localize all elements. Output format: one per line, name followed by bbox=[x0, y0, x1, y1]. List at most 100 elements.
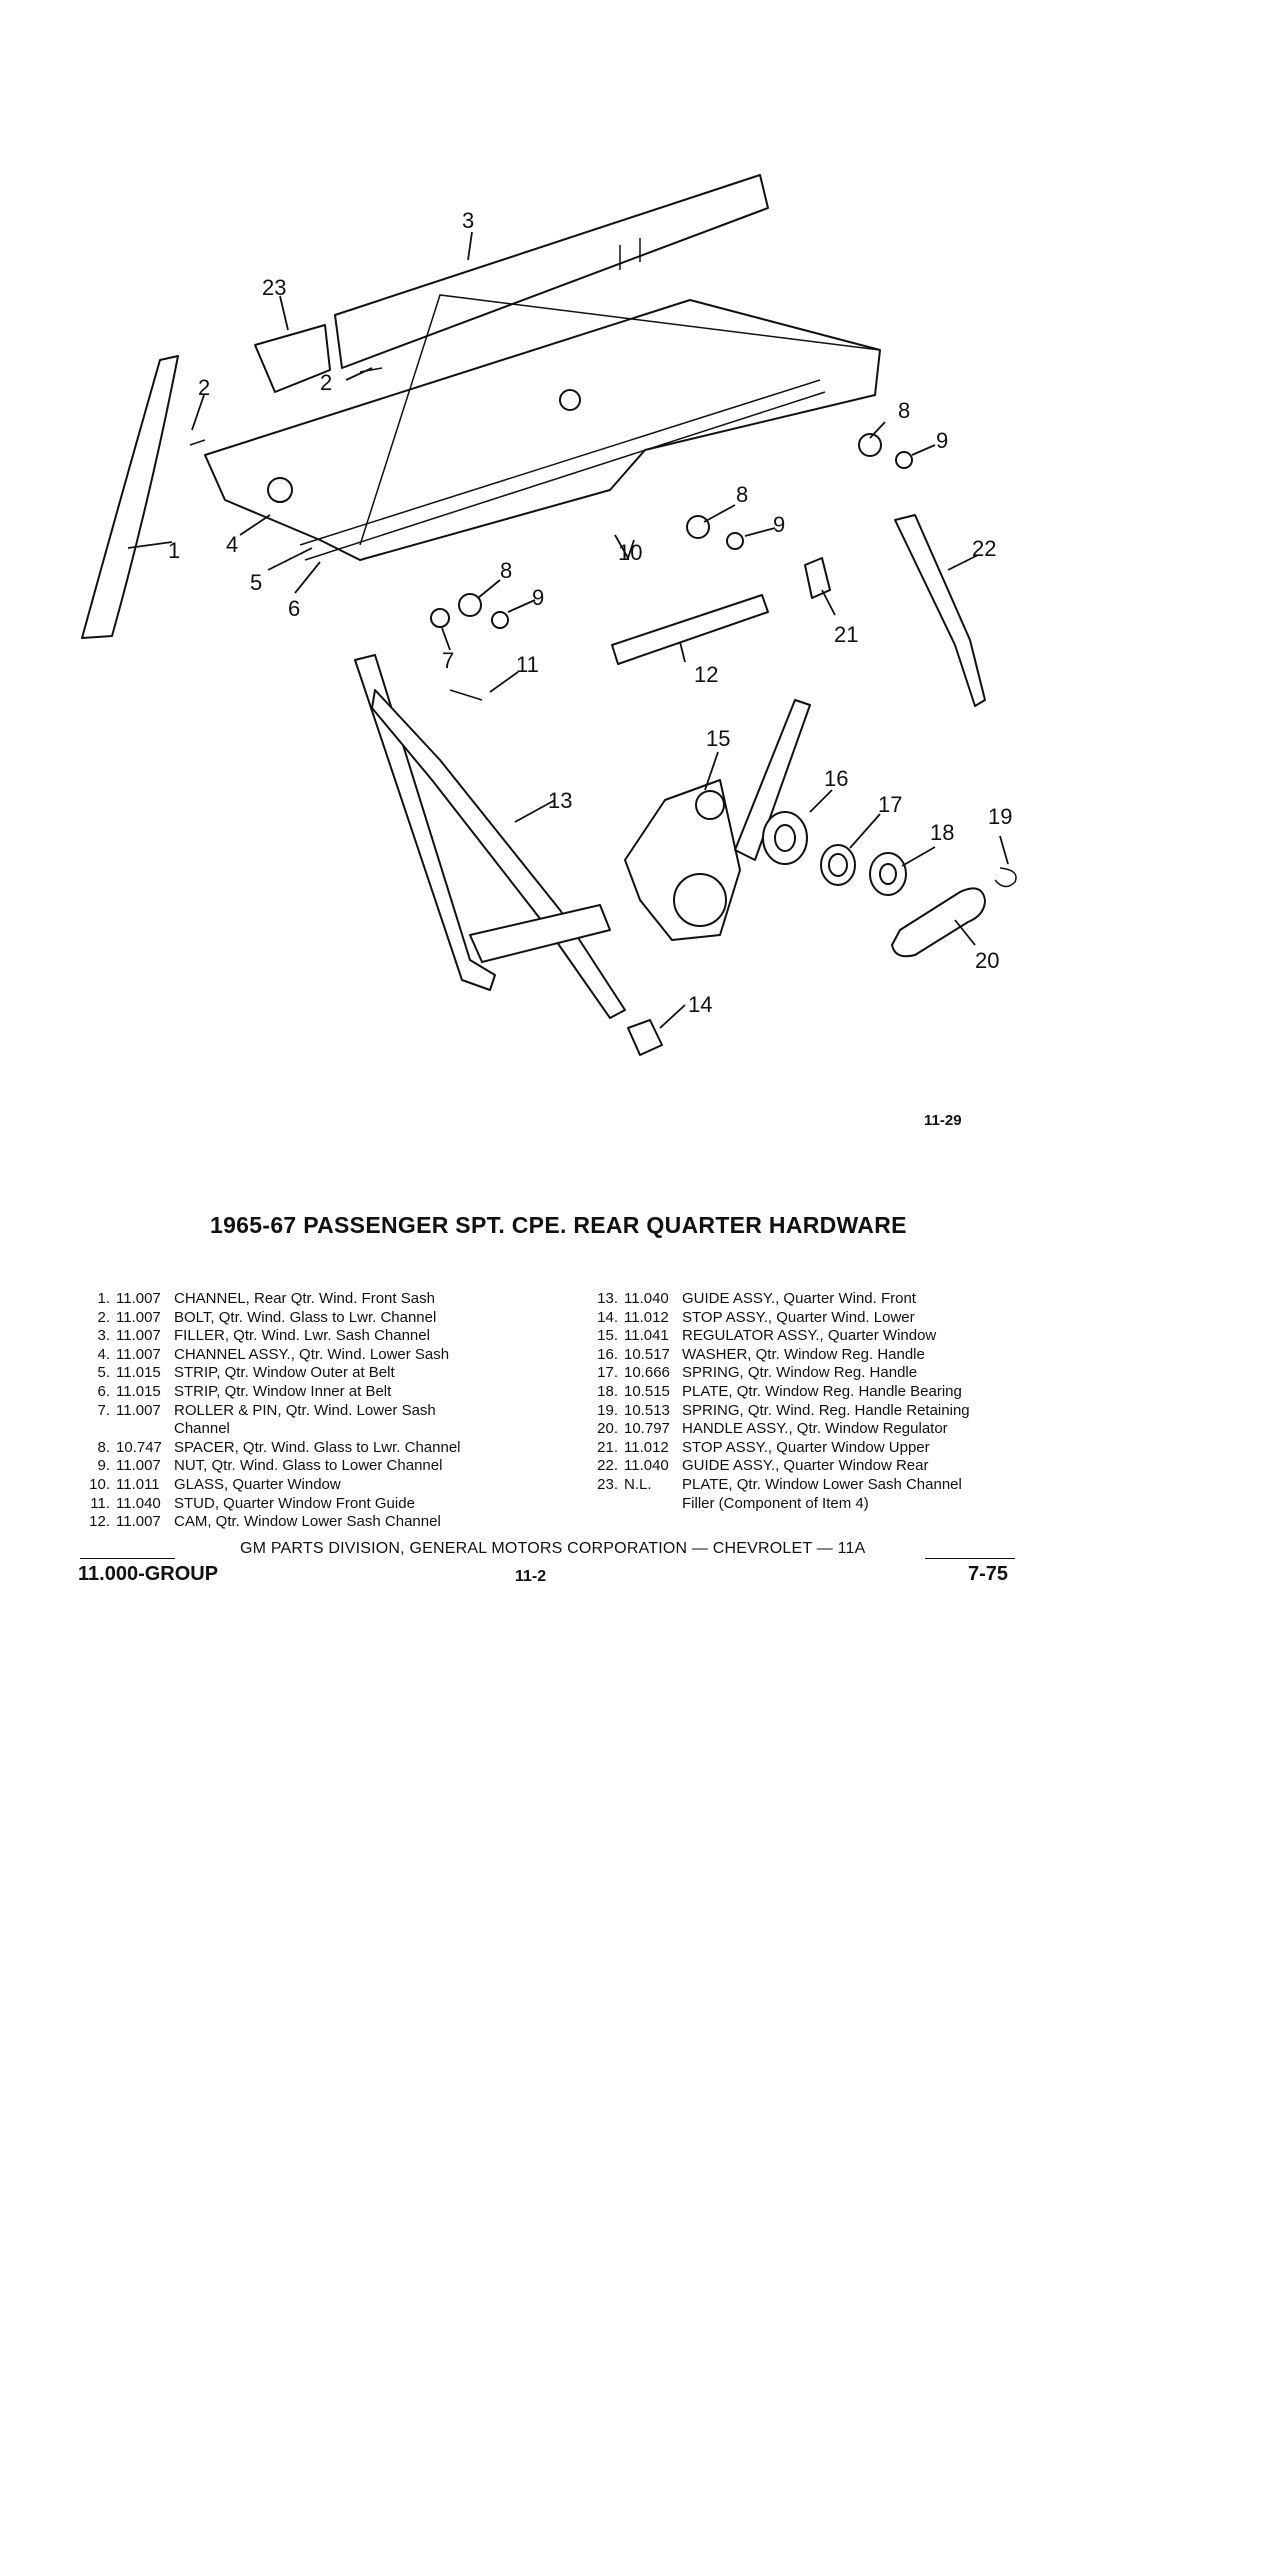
part-description: FILLER, Qtr. Wind. Lwr. Sash Channel bbox=[174, 1327, 430, 1345]
part-description: SPRING, Qtr. Wind. Reg. Handle Retaining bbox=[682, 1401, 970, 1419]
part-description: WASHER, Qtr. Window Reg. Handle bbox=[682, 1345, 925, 1363]
part-group: 11.007 bbox=[116, 1327, 161, 1345]
callout-11: 11 bbox=[516, 652, 539, 677]
part-description: STOP ASSY., Quarter Window Upper bbox=[682, 1438, 930, 1456]
part-retaining-spring bbox=[994, 867, 1017, 888]
callout-13: 13 bbox=[548, 788, 572, 813]
footer-date: 7-75 bbox=[968, 1563, 1009, 1585]
callout-4: 4 bbox=[226, 532, 238, 557]
exploded-parts-diagram: 3 23 2 2 1 4 5 6 7 8 9 8 9 8 9 10 11 12 … bbox=[0, 0, 1271, 1180]
part-description: CHANNEL ASSY., Qtr. Wind. Lower Sash bbox=[174, 1345, 450, 1363]
part-handle bbox=[891, 887, 986, 958]
part-plate-23 bbox=[254, 324, 331, 393]
leader-lines bbox=[127, 231, 1009, 1029]
part-description: STUD, Quarter Window Front Guide bbox=[174, 1494, 415, 1512]
part-description: CAM, Qtr. Window Lower Sash Channel bbox=[174, 1513, 441, 1531]
diagram-svg: 3 23 2 2 1 4 5 6 7 8 9 8 9 8 9 10 11 12 … bbox=[81, 174, 1017, 1056]
part-number: 20. bbox=[597, 1420, 618, 1438]
callout-20: 20 bbox=[975, 948, 999, 973]
callout-1: 1 bbox=[168, 538, 180, 563]
part-number: 7. bbox=[97, 1401, 110, 1419]
callout-2: 2 bbox=[320, 370, 332, 395]
part-number: 17. bbox=[597, 1364, 618, 1382]
part-number: 5. bbox=[97, 1364, 110, 1382]
part-front-sash-channel bbox=[81, 355, 179, 639]
callout-6: 6 bbox=[288, 596, 300, 621]
part-front-guide bbox=[354, 654, 496, 991]
part-description: BOLT, Qtr. Wind. Glass to Lwr. Channel bbox=[174, 1308, 437, 1326]
callout-9c: 9 bbox=[532, 585, 544, 610]
part-group: 11.007 bbox=[116, 1457, 161, 1475]
part-group: 10.513 bbox=[624, 1401, 670, 1419]
footer-division: GM PARTS DIVISION, GENERAL MOTORS CORPOR… bbox=[240, 1540, 866, 1557]
part-group: 11.007 bbox=[116, 1308, 161, 1326]
part-lower-stop bbox=[627, 1019, 663, 1056]
callout-18: 18 bbox=[930, 820, 954, 845]
part-number: 15. bbox=[597, 1327, 618, 1345]
part-group: N.L. bbox=[624, 1475, 652, 1493]
part-group: 11.007 bbox=[116, 1345, 161, 1363]
part-number: 6. bbox=[97, 1382, 110, 1400]
part-lower-sash-channel bbox=[204, 299, 881, 561]
part-cam bbox=[611, 594, 769, 665]
part-group: 10.747 bbox=[116, 1438, 162, 1456]
part-group: 11.040 bbox=[624, 1457, 669, 1475]
part-description: SPACER, Qtr. Wind. Glass to Lwr. Channel bbox=[174, 1438, 461, 1456]
footer-page-number: 11-2 bbox=[515, 1568, 547, 1585]
callout-22: 22 bbox=[972, 536, 996, 561]
part-group: 11.012 bbox=[624, 1308, 669, 1326]
part-group: 11.040 bbox=[624, 1290, 669, 1307]
part-description: GUIDE ASSY., Quarter Window Rear bbox=[682, 1457, 929, 1475]
part-group: 11.015 bbox=[116, 1364, 161, 1382]
callout-7: 7 bbox=[442, 648, 454, 673]
part-rear-guide bbox=[894, 514, 986, 707]
part-group: 11.040 bbox=[116, 1494, 161, 1512]
part-group: 11.007 bbox=[116, 1513, 161, 1531]
part-number: 12. bbox=[89, 1513, 110, 1531]
callout-8a: 8 bbox=[898, 398, 910, 423]
footer-rule bbox=[80, 1548, 1015, 1568]
part-description: SPRING, Qtr. Window Reg. Handle bbox=[682, 1364, 918, 1382]
part-number: 9. bbox=[97, 1457, 110, 1475]
part-row: 13. 11.040 GUIDE ASSY., Quarter Wind. Fron… bbox=[588, 1290, 1058, 1309]
part-description: GUIDE ASSY., Quarter Wind. Front bbox=[682, 1290, 916, 1307]
page-title: 1965-67 PASSENGER SPT. CPE. REAR QUARTER… bbox=[210, 1212, 907, 1238]
part-number: 13. bbox=[597, 1290, 618, 1307]
part-description: CHANNEL, Rear Qtr. Wind. Front Sash bbox=[174, 1290, 435, 1307]
callout-3: 3 bbox=[462, 208, 474, 233]
part-row: 21. 11.012 STOP ASSY., Quarter Window Uppe… bbox=[588, 1439, 1058, 1458]
part-group: 10.515 bbox=[624, 1382, 670, 1400]
part-number: 19. bbox=[597, 1401, 618, 1419]
callout-19: 19 bbox=[988, 804, 1012, 829]
callout-labels: 3 23 2 2 1 4 5 6 7 8 9 8 9 8 9 10 11 12 … bbox=[168, 208, 1012, 1017]
callout-12: 12 bbox=[694, 662, 718, 687]
part-number: 21. bbox=[597, 1438, 618, 1456]
part-group: 10.797 bbox=[624, 1420, 670, 1438]
callout-23: 23 bbox=[262, 275, 286, 300]
callout-8c: 8 bbox=[500, 558, 512, 583]
part-number: 11. bbox=[90, 1494, 110, 1512]
part-number: 23. bbox=[597, 1475, 618, 1493]
part-group: 11.012 bbox=[624, 1438, 669, 1456]
parts-list-right: 13. 11.040 GUIDE ASSY., Quarter Wind. Fron… bbox=[588, 1290, 1058, 1513]
part-group: 11.011 bbox=[116, 1475, 160, 1493]
part-row: 12. 11.007 CAM, Qtr. Window Lower Sash Cha… bbox=[80, 1513, 600, 1532]
part-description: ROLLER & PIN, Qtr. Wind. Lower Sash Chan… bbox=[174, 1401, 436, 1438]
part-filler-strip bbox=[334, 174, 769, 369]
